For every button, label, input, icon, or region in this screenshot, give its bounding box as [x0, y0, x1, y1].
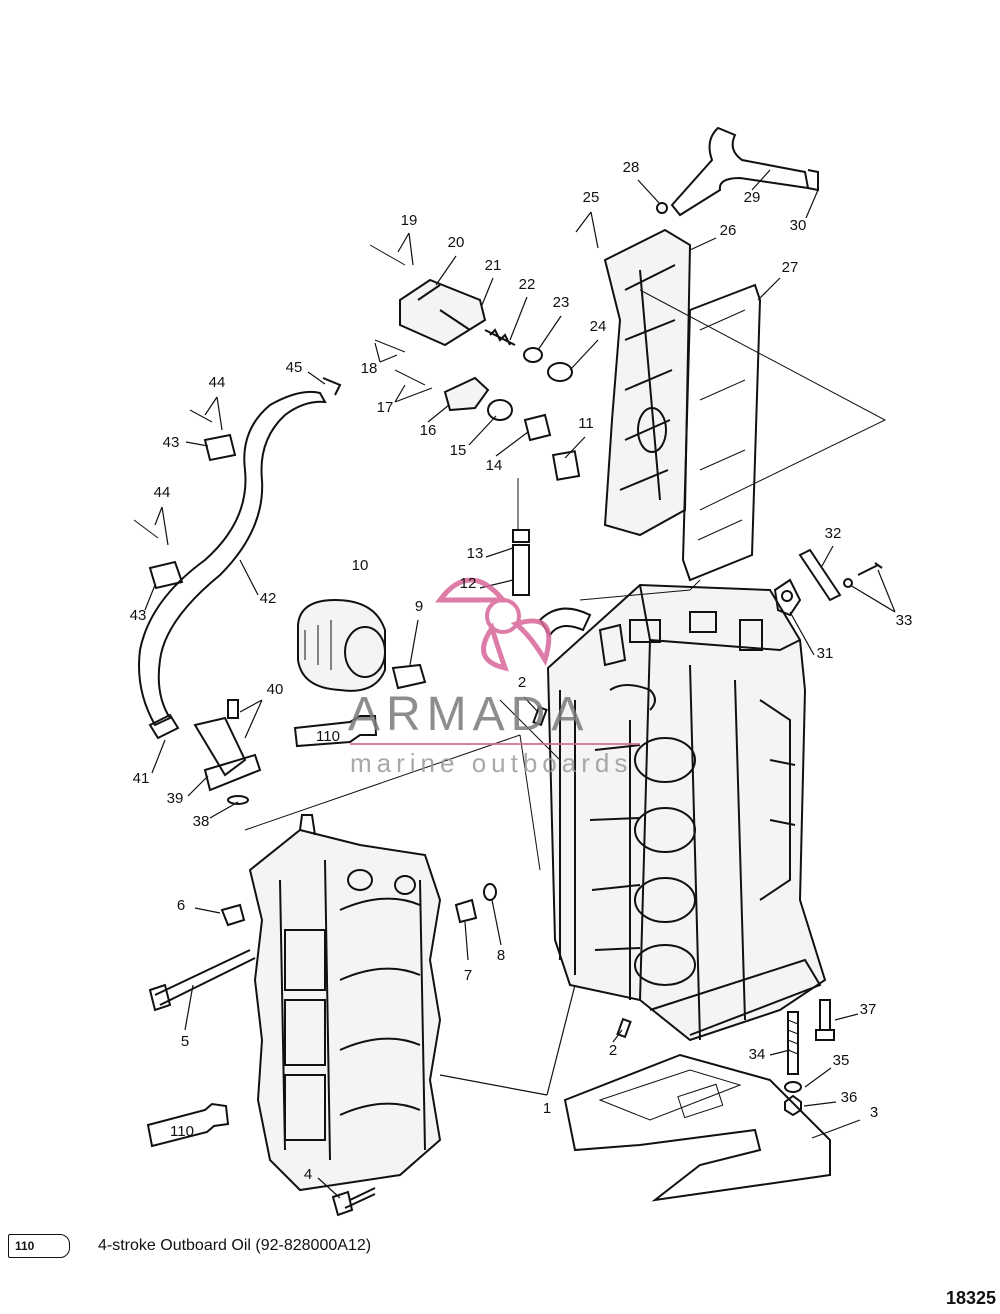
callout-44: 44 [154, 484, 171, 501]
callout-35: 35 [833, 1052, 850, 1069]
callout-11: 11 [578, 415, 594, 432]
callout-19: 19 [401, 212, 418, 229]
callout-41: 41 [133, 770, 150, 787]
callout-6: 6 [177, 897, 185, 914]
callout-39: 39 [167, 790, 184, 807]
propeller-logo [434, 577, 552, 672]
callout-22: 22 [519, 276, 536, 293]
legend-tube-icon: 110 [8, 1234, 70, 1258]
lube-tube-2: 110 [146, 1102, 230, 1148]
callout-37: 37 [860, 1001, 877, 1018]
watermark-name: ARMADA [348, 688, 589, 741]
callout-31: 31 [817, 645, 834, 662]
callout-32: 32 [825, 525, 842, 542]
crankcase-cover [248, 814, 442, 1192]
callout-18: 18 [361, 360, 378, 377]
callout-33: 33 [896, 612, 913, 629]
callout-44: 44 [209, 374, 226, 391]
callout-13: 13 [467, 545, 484, 562]
callout-43: 43 [163, 434, 180, 451]
callout-26: 26 [720, 222, 737, 239]
callout-36: 36 [841, 1089, 858, 1106]
gasket-base [563, 1053, 831, 1202]
callout-10: 10 [352, 557, 369, 574]
oil-filter [297, 598, 427, 692]
legend-text: 4-stroke Outboard Oil (92-828000A12) [98, 1237, 372, 1254]
bracket-assembly [773, 548, 883, 617]
callout-7: 7 [464, 967, 472, 984]
oil-pipe [512, 529, 592, 637]
callout-2: 2 [609, 1042, 617, 1059]
watermark-subtitle: marine outboards [350, 748, 632, 778]
callout-16: 16 [420, 422, 437, 439]
callout-layer: 1223456789101112131415161718192021222324… [130, 159, 913, 1183]
figure-number: 18325 [945, 1288, 996, 1308]
legend-code: 110 [15, 1239, 35, 1253]
water-connector [374, 339, 581, 481]
callout-38: 38 [193, 813, 210, 830]
callout-21: 21 [485, 257, 502, 274]
callout-29: 29 [744, 189, 761, 206]
callout-23: 23 [553, 294, 570, 311]
callout-42: 42 [260, 590, 277, 607]
callout-30: 30 [790, 217, 807, 234]
callout-2: 2 [518, 674, 526, 691]
callout-40: 40 [267, 681, 284, 698]
callout-8: 8 [497, 947, 505, 964]
callout-5: 5 [181, 1033, 189, 1050]
callout-45: 45 [286, 359, 303, 376]
legend: 110 4-stroke Outboard Oil (92-828000A12) [8, 1232, 371, 1260]
thermostat-housing [369, 244, 573, 382]
hose-42 [133, 377, 342, 740]
exhaust-cover-plate [603, 228, 692, 537]
callout-3: 3 [870, 1104, 878, 1121]
callout-20: 20 [448, 234, 465, 251]
studs-and-nuts [784, 999, 835, 1117]
hose-upper [656, 126, 819, 217]
callout-24: 24 [590, 318, 607, 335]
callout-12: 12 [460, 575, 477, 592]
callout-14: 14 [486, 457, 503, 474]
callout-15: 15 [450, 442, 467, 459]
leader-lines [144, 169, 896, 1199]
lube-tube-1-label: 110 [316, 728, 340, 745]
lube-tube-2-label: 110 [170, 1123, 194, 1140]
lube-tube-1: 110 [293, 715, 378, 748]
bolts-and-plugs [148, 705, 632, 1217]
callout-9: 9 [415, 598, 423, 615]
callout-25: 25 [583, 189, 600, 206]
exhaust-cover-gasket [681, 283, 762, 582]
oil-fill-elbow [193, 699, 262, 805]
cylinder-block [546, 583, 827, 1042]
watermark: ARMADA marine outboards [348, 577, 640, 778]
callout-4: 4 [304, 1166, 312, 1183]
callout-17: 17 [377, 399, 394, 416]
callout-27: 27 [782, 259, 799, 276]
callout-34: 34 [749, 1046, 766, 1063]
callout-43: 43 [130, 607, 147, 624]
callout-1: 1 [543, 1100, 551, 1117]
callout-28: 28 [623, 159, 640, 176]
